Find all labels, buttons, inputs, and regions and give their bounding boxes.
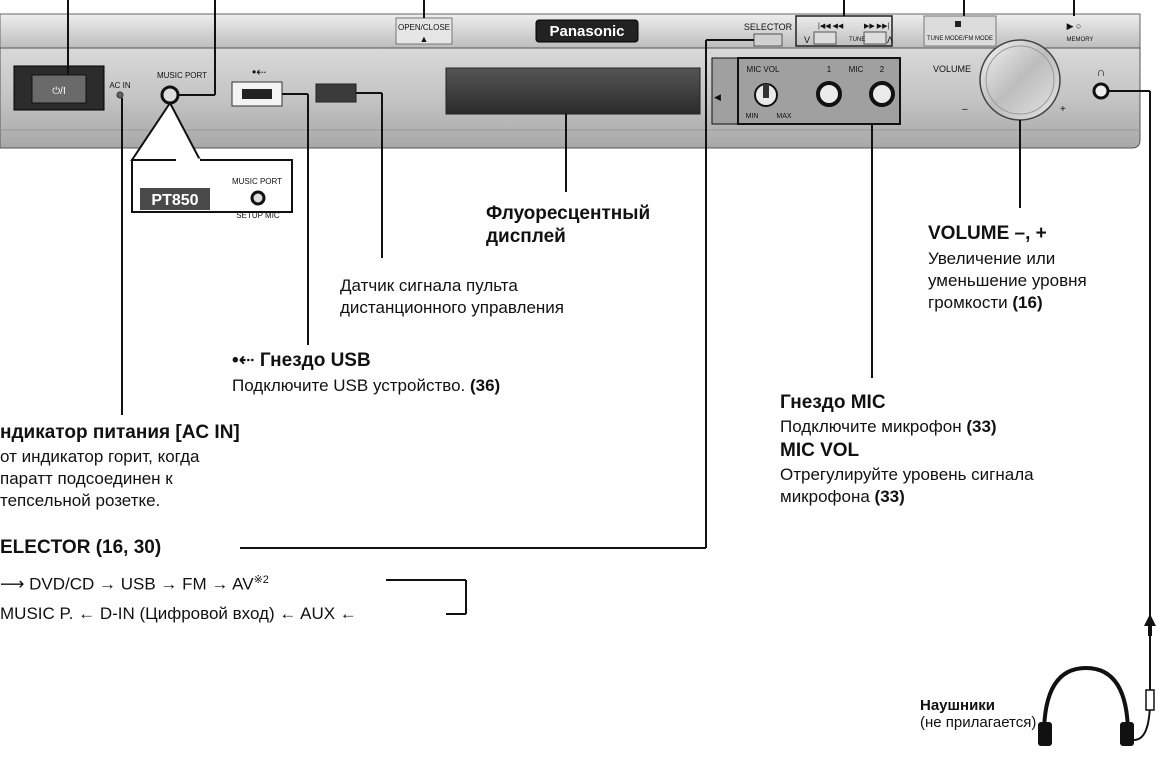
memory-label: MEMORY <box>1067 37 1094 43</box>
skip-forward-icon: ▶▶ ▶▶| <box>864 23 889 30</box>
mic1-label: 1 <box>827 65 832 74</box>
mic2-label: 2 <box>880 65 885 74</box>
power-desc-line2: паратт подсоединен к <box>0 469 173 488</box>
pt850-badge <box>140 188 210 210</box>
sensor-text-line2: дистанционного управления <box>340 298 564 317</box>
headphones-note: (не прилагается) <box>920 714 1037 731</box>
open-close-label: OPEN/CLOSE <box>398 23 450 32</box>
mic-desc: Подключите микрофон (33) <box>780 417 997 436</box>
mic-vol-label: MIC VOL <box>747 65 780 74</box>
display-title-line1: Флуоресцентный <box>486 203 651 224</box>
headphones-title: Наушники <box>920 697 996 714</box>
selector-title: ELECTOR (16, 30) <box>0 537 162 558</box>
selector-flow-row2: MUSIC P. ← D-IN (Цифровой вход) ← AUX ← <box>0 604 357 623</box>
tune-down-button[interactable] <box>813 31 837 45</box>
mic-page-ref: (33) <box>966 417 997 436</box>
play-icon: ▶ ○ <box>1067 21 1082 31</box>
display-title-line2: дисплей <box>486 226 566 247</box>
tune-label: TUNE <box>849 37 865 43</box>
fluorescent-display <box>445 67 701 115</box>
tune-up-button[interactable] <box>863 31 887 45</box>
micvol-page-ref: (33) <box>874 487 905 506</box>
mic-vol-min: MIN <box>746 113 759 120</box>
usb-title: •⇠ Гнездо USB <box>232 350 371 371</box>
mic2-jack[interactable] <box>869 81 895 107</box>
svg-text:◀: ◀ <box>714 92 721 102</box>
volume-page-ref: (16) <box>1012 293 1043 312</box>
volume-desc-line1: Увеличение или <box>928 249 1056 268</box>
remote-sensor <box>315 83 357 103</box>
music-port-jack[interactable] <box>160 85 180 105</box>
stop-icon <box>955 21 961 27</box>
mic-title: Гнездо MIC <box>780 392 886 413</box>
ac-in-indicator <box>116 91 124 99</box>
inset-music-port: MUSIC PORT <box>232 177 282 186</box>
open-close-button[interactable] <box>395 17 453 45</box>
headphone-arrow-icon <box>1144 614 1156 626</box>
brand-logo <box>535 19 639 43</box>
power-desc-line3: тепсельной розетке. <box>0 491 161 510</box>
brand-logo-text: Panasonic <box>549 23 624 40</box>
volume-desc-line3: громкости (16) <box>928 293 1043 312</box>
volume-title: VOLUME –, + <box>928 223 1047 244</box>
usb-label-icon: •⇠ <box>232 350 260 371</box>
volume-label: VOLUME <box>933 64 971 74</box>
selector-button[interactable] <box>753 33 783 47</box>
usb-panel-icon: •⇠ <box>252 65 266 79</box>
ac-in-label: AC IN <box>109 81 131 90</box>
mic1-jack[interactable] <box>816 81 842 107</box>
selector-label: SELECTOR <box>744 22 793 32</box>
sensor-text-line1: Датчик сигнала пульта <box>340 276 518 295</box>
power-icon: ⏻/I <box>52 86 65 97</box>
inset-setup-mic: SETUP MIC <box>236 211 280 220</box>
music-port-label: MUSIC PORT <box>157 71 207 80</box>
callout-lines <box>67 0 1151 624</box>
volume-desc-line2: уменьшение уровня <box>928 271 1087 290</box>
mic-group-label: MIC <box>849 65 864 74</box>
micvol-desc-line2: микрофона (33) <box>780 487 905 506</box>
setup-mic-jack <box>250 190 266 206</box>
pt850-model: PT850 <box>151 192 198 209</box>
micvol-desc-line1: Отрегулируйте уровень сигнала <box>780 465 1034 484</box>
volume-minus: – <box>962 104 968 115</box>
power-button[interactable] <box>31 74 87 104</box>
tune-mode-label: TUNE MODE/FM MODE <box>927 36 993 42</box>
tune-up-symbol: Λ <box>887 35 893 45</box>
skip-back-icon: |◀◀ ◀◀ <box>818 23 844 30</box>
mic-frame <box>737 57 901 125</box>
volume-knob[interactable] <box>979 39 1061 121</box>
headphone-jack[interactable] <box>1092 82 1110 100</box>
headphone-panel-icon: ∩ <box>1097 65 1106 79</box>
usb-page-ref: (36) <box>469 376 501 395</box>
eject-icon: ▲ <box>420 34 429 44</box>
mic-vol-max: MAX <box>776 113 792 120</box>
micvol-title: MIC VOL <box>780 440 860 461</box>
power-desc-line1: от индикатор горит, когда <box>0 447 200 466</box>
volume-plus: + <box>1060 104 1066 115</box>
selector-flow-row1: ⟶ DVD/CD → USB → FM → AV※2 <box>0 574 269 594</box>
usb-desc: Подключите USB устройство. (36) <box>232 376 501 395</box>
power-indicator-title: ндикатор питания [AC IN] <box>0 422 240 443</box>
headphones-icon <box>1038 636 1155 746</box>
tune-down-symbol: V <box>804 35 810 45</box>
